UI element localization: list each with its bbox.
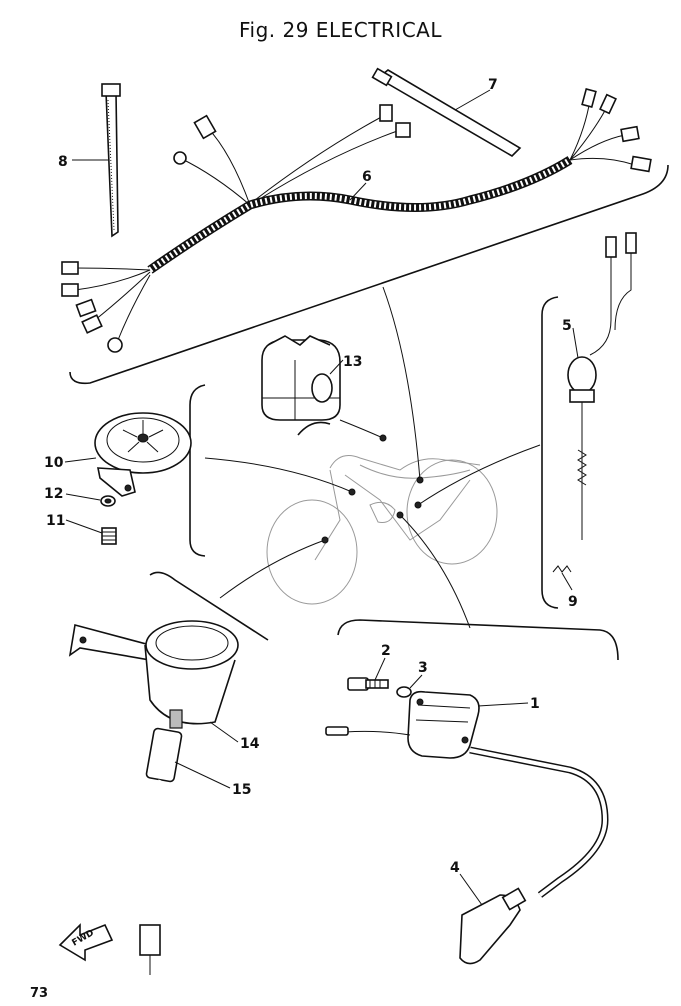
horn-washer — [100, 495, 116, 507]
callout-6: 6 — [362, 169, 372, 185]
ignition-group-frame — [337, 619, 619, 661]
callout-12: 12 — [44, 486, 63, 502]
spark-plug-lead-and-cap — [459, 746, 609, 965]
stoplight-switch-group-bracket — [541, 296, 559, 609]
callout-4: 4 — [450, 860, 460, 876]
wire-harness — [61, 87, 652, 353]
speedometer — [144, 620, 239, 729]
horn-assembly — [94, 412, 192, 497]
stop-switch-spring — [552, 565, 572, 573]
stop-light-switch — [567, 232, 637, 540]
speedometer-cable — [139, 727, 183, 975]
page-number: 73 — [30, 986, 49, 1001]
figure-title: Fig. 29 ELECTRICAL — [238, 18, 442, 42]
harness-group-frame — [69, 164, 669, 385]
handlebar-switch — [261, 335, 341, 421]
callout-9: 9 — [568, 594, 578, 610]
handlebar-switch-bracket — [297, 421, 331, 436]
callout-11: 11 — [46, 513, 65, 529]
horn-bolt — [101, 527, 117, 545]
motorcycle-ghost-outline — [266, 455, 498, 605]
callout-leaders — [64, 89, 579, 906]
callout-8: 8 — [58, 154, 68, 170]
callout-1: 1 — [530, 696, 540, 712]
ignition-coil-washer — [396, 686, 412, 698]
callout-10: 10 — [44, 455, 64, 471]
speedometer-group-frame — [149, 571, 269, 641]
callout-14: 14 — [240, 736, 260, 752]
callout-7: 7 — [488, 77, 498, 93]
ignition-coil-bolt — [347, 677, 389, 691]
horn-group-bracket — [189, 384, 206, 557]
callout-2: 2 — [381, 643, 391, 659]
location-leaders — [204, 286, 541, 629]
fwd-arrow-icon: FWD — [58, 923, 114, 962]
callout-5: 5 — [562, 318, 572, 334]
tie-strap-long — [371, 67, 522, 158]
callout-13: 13 — [343, 354, 362, 370]
callout-3: 3 — [418, 660, 428, 676]
callout-15: 15 — [232, 782, 251, 798]
cable-tie — [101, 83, 121, 238]
speedometer-bracket — [68, 624, 151, 661]
ignition-coil — [325, 690, 480, 759]
